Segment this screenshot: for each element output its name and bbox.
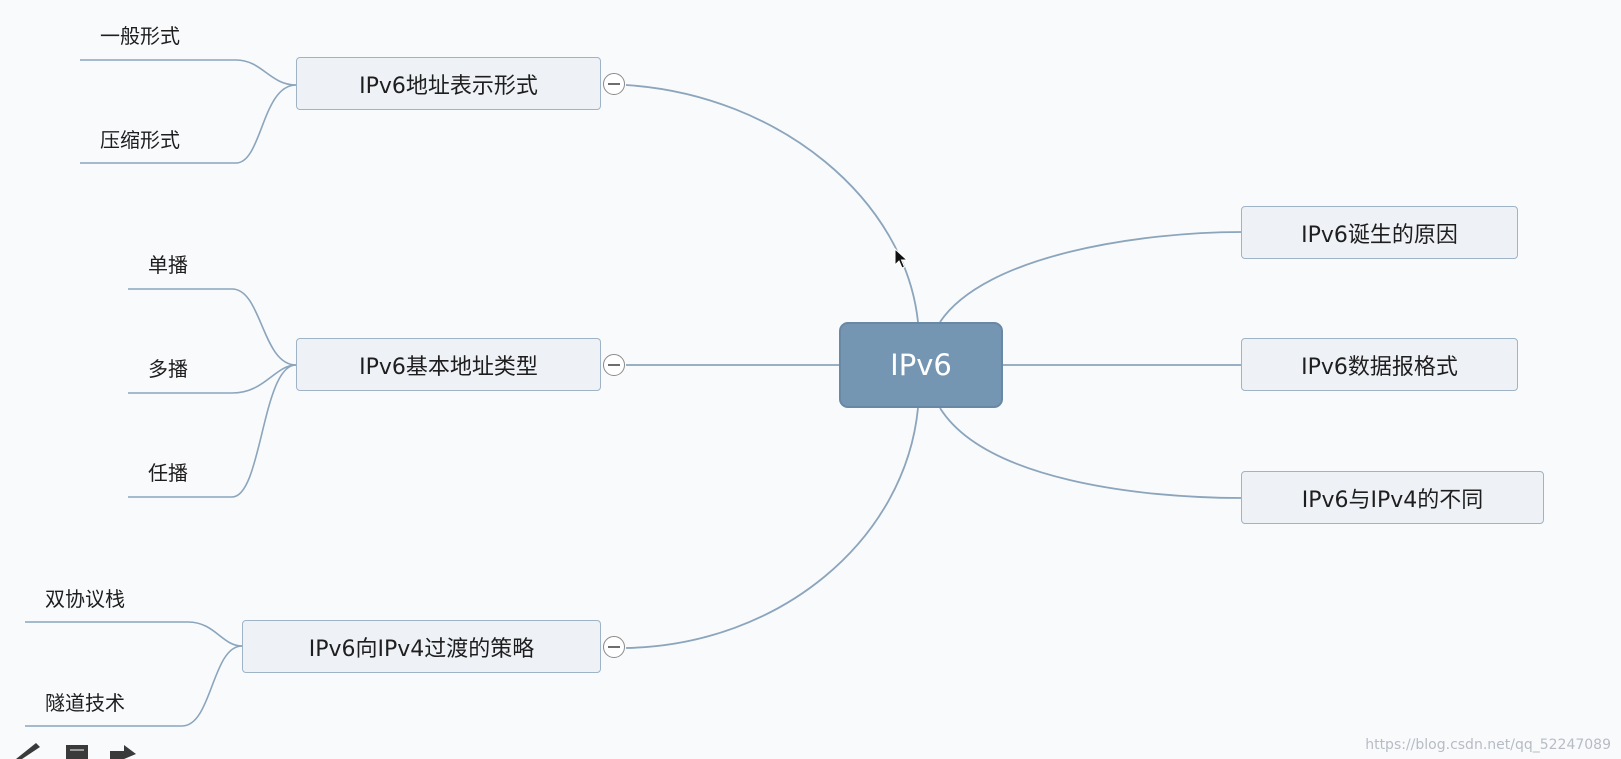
branch-node-ipv6-vs-ipv4[interactable]: IPv6与IPv4的不同 — [1241, 471, 1544, 524]
leaf-general-form[interactable]: 一般形式 — [100, 24, 180, 48]
arrow-right-icon[interactable] — [108, 737, 138, 759]
branch-node-ipv6-datagram-format[interactable]: IPv6数据报格式 — [1241, 338, 1518, 391]
leaf-line-compressed-form — [80, 84, 297, 164]
document-icon[interactable] — [62, 737, 92, 759]
connector-root-to-differences — [939, 407, 1243, 499]
leaf-unicast[interactable]: 单播 — [148, 253, 188, 277]
leaf-anycast[interactable]: 任播 — [148, 461, 188, 485]
collapse-icon[interactable] — [603, 73, 625, 95]
connector-root-to-origin — [939, 231, 1243, 323]
collapse-icon[interactable] — [603, 354, 625, 376]
branch-node-basic-address-types[interactable]: IPv6基本地址类型 — [296, 338, 601, 391]
leaf-dual-stack[interactable]: 双协议栈 — [45, 587, 125, 611]
watermark: https://blog.csdn.net/qq_52247089 — [1365, 737, 1611, 753]
leaf-multicast[interactable]: 多播 — [148, 357, 188, 381]
root-node[interactable]: IPv6 — [839, 322, 1003, 408]
pen-icon[interactable] — [12, 737, 42, 759]
leaf-compressed-form[interactable]: 压缩形式 — [100, 128, 180, 152]
leaf-tunneling[interactable]: 隧道技术 — [45, 691, 125, 715]
connector-root-to-transition — [625, 407, 919, 649]
branch-node-address-representation[interactable]: IPv6地址表示形式 — [296, 57, 601, 110]
leaf-line-dual-stack — [25, 621, 243, 647]
leaf-line-unicast — [128, 288, 297, 366]
connector-root-to-representation — [625, 84, 919, 323]
mouse-cursor-icon — [894, 248, 908, 269]
leaf-line-tunneling — [25, 645, 243, 727]
branch-node-transition-strategy[interactable]: IPv6向IPv4过渡的策略 — [242, 620, 601, 673]
leaf-line-anycast — [128, 364, 297, 498]
leaf-line-general-form — [80, 59, 297, 86]
collapse-icon[interactable] — [603, 636, 625, 658]
branch-node-ipv6-origin[interactable]: IPv6诞生的原因 — [1241, 206, 1518, 259]
